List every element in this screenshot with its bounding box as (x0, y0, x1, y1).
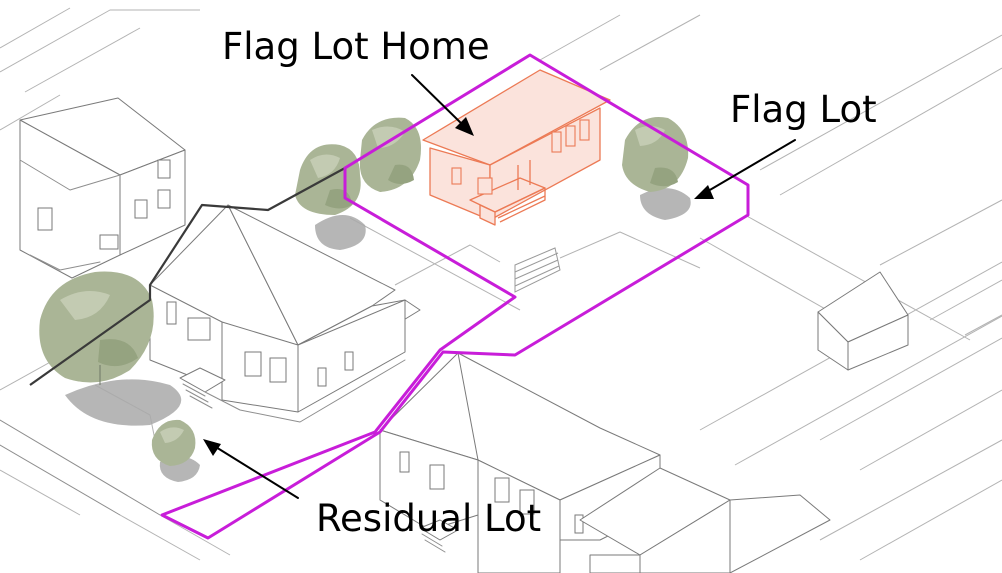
arrow-icon (694, 139, 796, 199)
house-icon (379, 352, 831, 573)
tree-icon (359, 117, 421, 192)
flag-lot-home (422, 69, 611, 226)
fence (514, 247, 561, 293)
label-flag-lot: Flag Lot (730, 88, 877, 131)
tree-icon (39, 271, 154, 385)
label-flag-lot-home: Flag Lot Home (222, 25, 490, 68)
tree-shadows (65, 188, 691, 482)
flag-lot-boundary (160, 53, 750, 540)
tree-icon (151, 419, 196, 466)
arrow-icon (411, 74, 474, 136)
tree-icon (295, 144, 361, 215)
house-icon (19, 97, 186, 279)
house-icon (149, 204, 421, 423)
arrow-icon (203, 439, 299, 499)
label-residual-lot: Residual Lot (316, 497, 541, 540)
house-icon (817, 271, 909, 371)
